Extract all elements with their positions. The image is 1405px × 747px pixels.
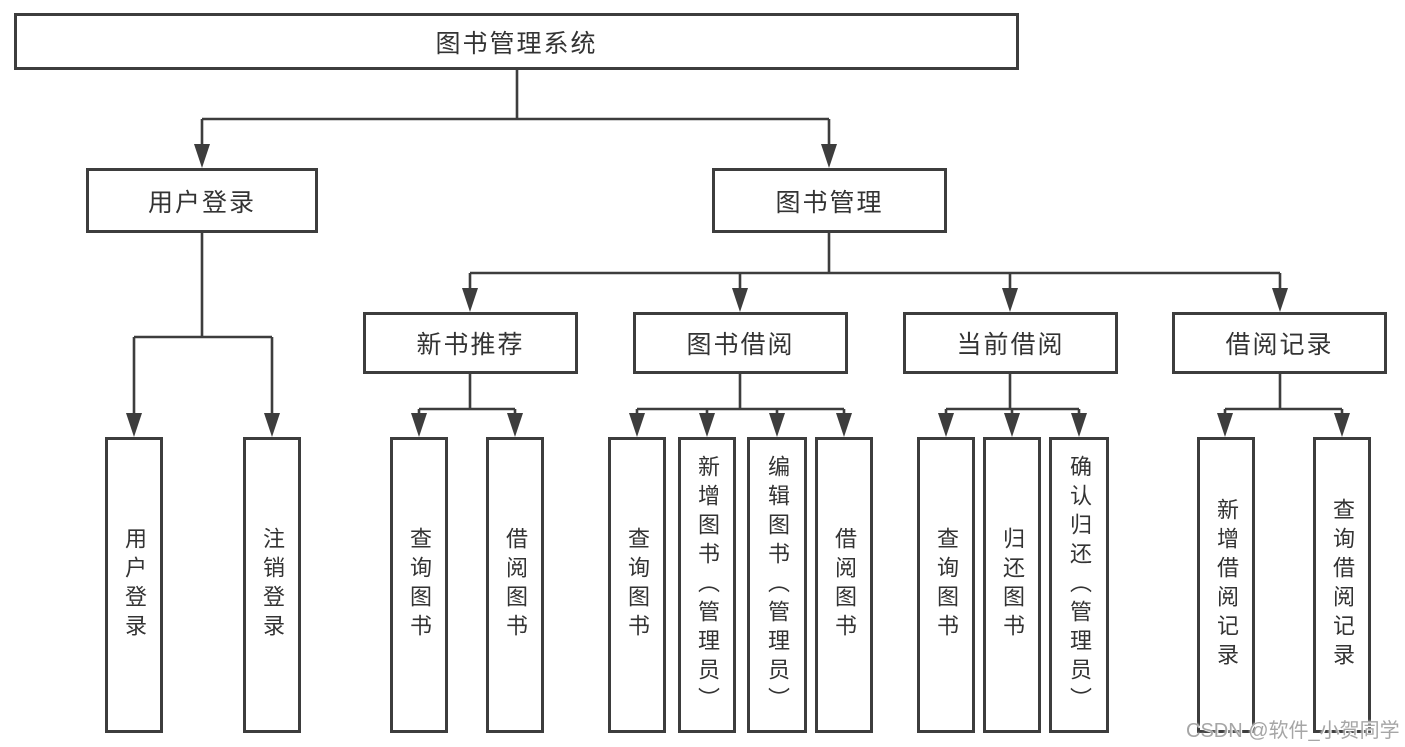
leaf-user-login: 用户登录 <box>105 437 163 733</box>
leaf-recommend-borrow-books: 借阅图书 <box>486 437 544 733</box>
leaf-borrowing-edit-books-admin: 编辑图书（管理员） <box>747 437 807 733</box>
node-book-borrowing: 图书借阅 <box>633 312 848 374</box>
leaf-current-confirm-return-admin: 确认归还（管理员） <box>1049 437 1109 733</box>
leaf-label: 查询借阅记录 <box>1330 498 1355 672</box>
node-user-login: 用户登录 <box>86 168 318 233</box>
leaf-label: 编辑图书（管理员） <box>765 454 790 716</box>
leaf-recommend-query-books: 查询图书 <box>390 437 448 733</box>
node-label: 图书管理 <box>775 188 884 217</box>
leaf-borrowing-borrow-books: 借阅图书 <box>815 437 873 733</box>
leaf-borrowing-add-books-admin: 新增图书（管理员） <box>678 437 736 733</box>
node-book-management: 图书管理 <box>712 168 947 233</box>
node-new-book-recommend: 新书推荐 <box>363 312 578 374</box>
leaf-label: 查询图书 <box>934 527 959 643</box>
leaf-label: 新增借阅记录 <box>1214 498 1239 672</box>
leaf-label: 归还图书 <box>1000 527 1025 643</box>
leaf-logout: 注销登录 <box>243 437 301 733</box>
leaf-borrowing-query-books: 查询图书 <box>608 437 666 733</box>
leaf-label: 注销登录 <box>260 527 285 643</box>
leaf-label: 新增图书（管理员） <box>695 454 720 716</box>
node-library-management-system: 图书管理系统 <box>14 13 1019 70</box>
leaf-current-return-books: 归还图书 <box>983 437 1041 733</box>
leaf-current-query-books: 查询图书 <box>917 437 975 733</box>
leaf-label: 查询图书 <box>407 527 432 643</box>
csdn-watermark: CSDN @软件_小贺同学 <box>1186 720 1400 742</box>
leaf-records-add-record: 新增借阅记录 <box>1197 437 1255 733</box>
leaf-records-query-record: 查询借阅记录 <box>1313 437 1371 733</box>
leaf-label: 用户登录 <box>122 527 147 643</box>
node-label: 图书管理系统 <box>435 29 598 58</box>
leaf-label: 借阅图书 <box>503 527 528 643</box>
node-label: 当前借阅 <box>956 331 1065 359</box>
node-label: 用户登录 <box>147 188 256 217</box>
node-label: 新书推荐 <box>416 331 525 359</box>
node-current-borrowing: 当前借阅 <box>903 312 1118 374</box>
leaf-label: 确认归还（管理员） <box>1067 454 1092 716</box>
node-borrowing-records: 借阅记录 <box>1172 312 1387 374</box>
leaf-label: 查询图书 <box>625 527 650 643</box>
leaf-label: 借阅图书 <box>832 527 857 643</box>
node-label: 图书借阅 <box>686 331 795 359</box>
node-label: 借阅记录 <box>1225 331 1334 359</box>
